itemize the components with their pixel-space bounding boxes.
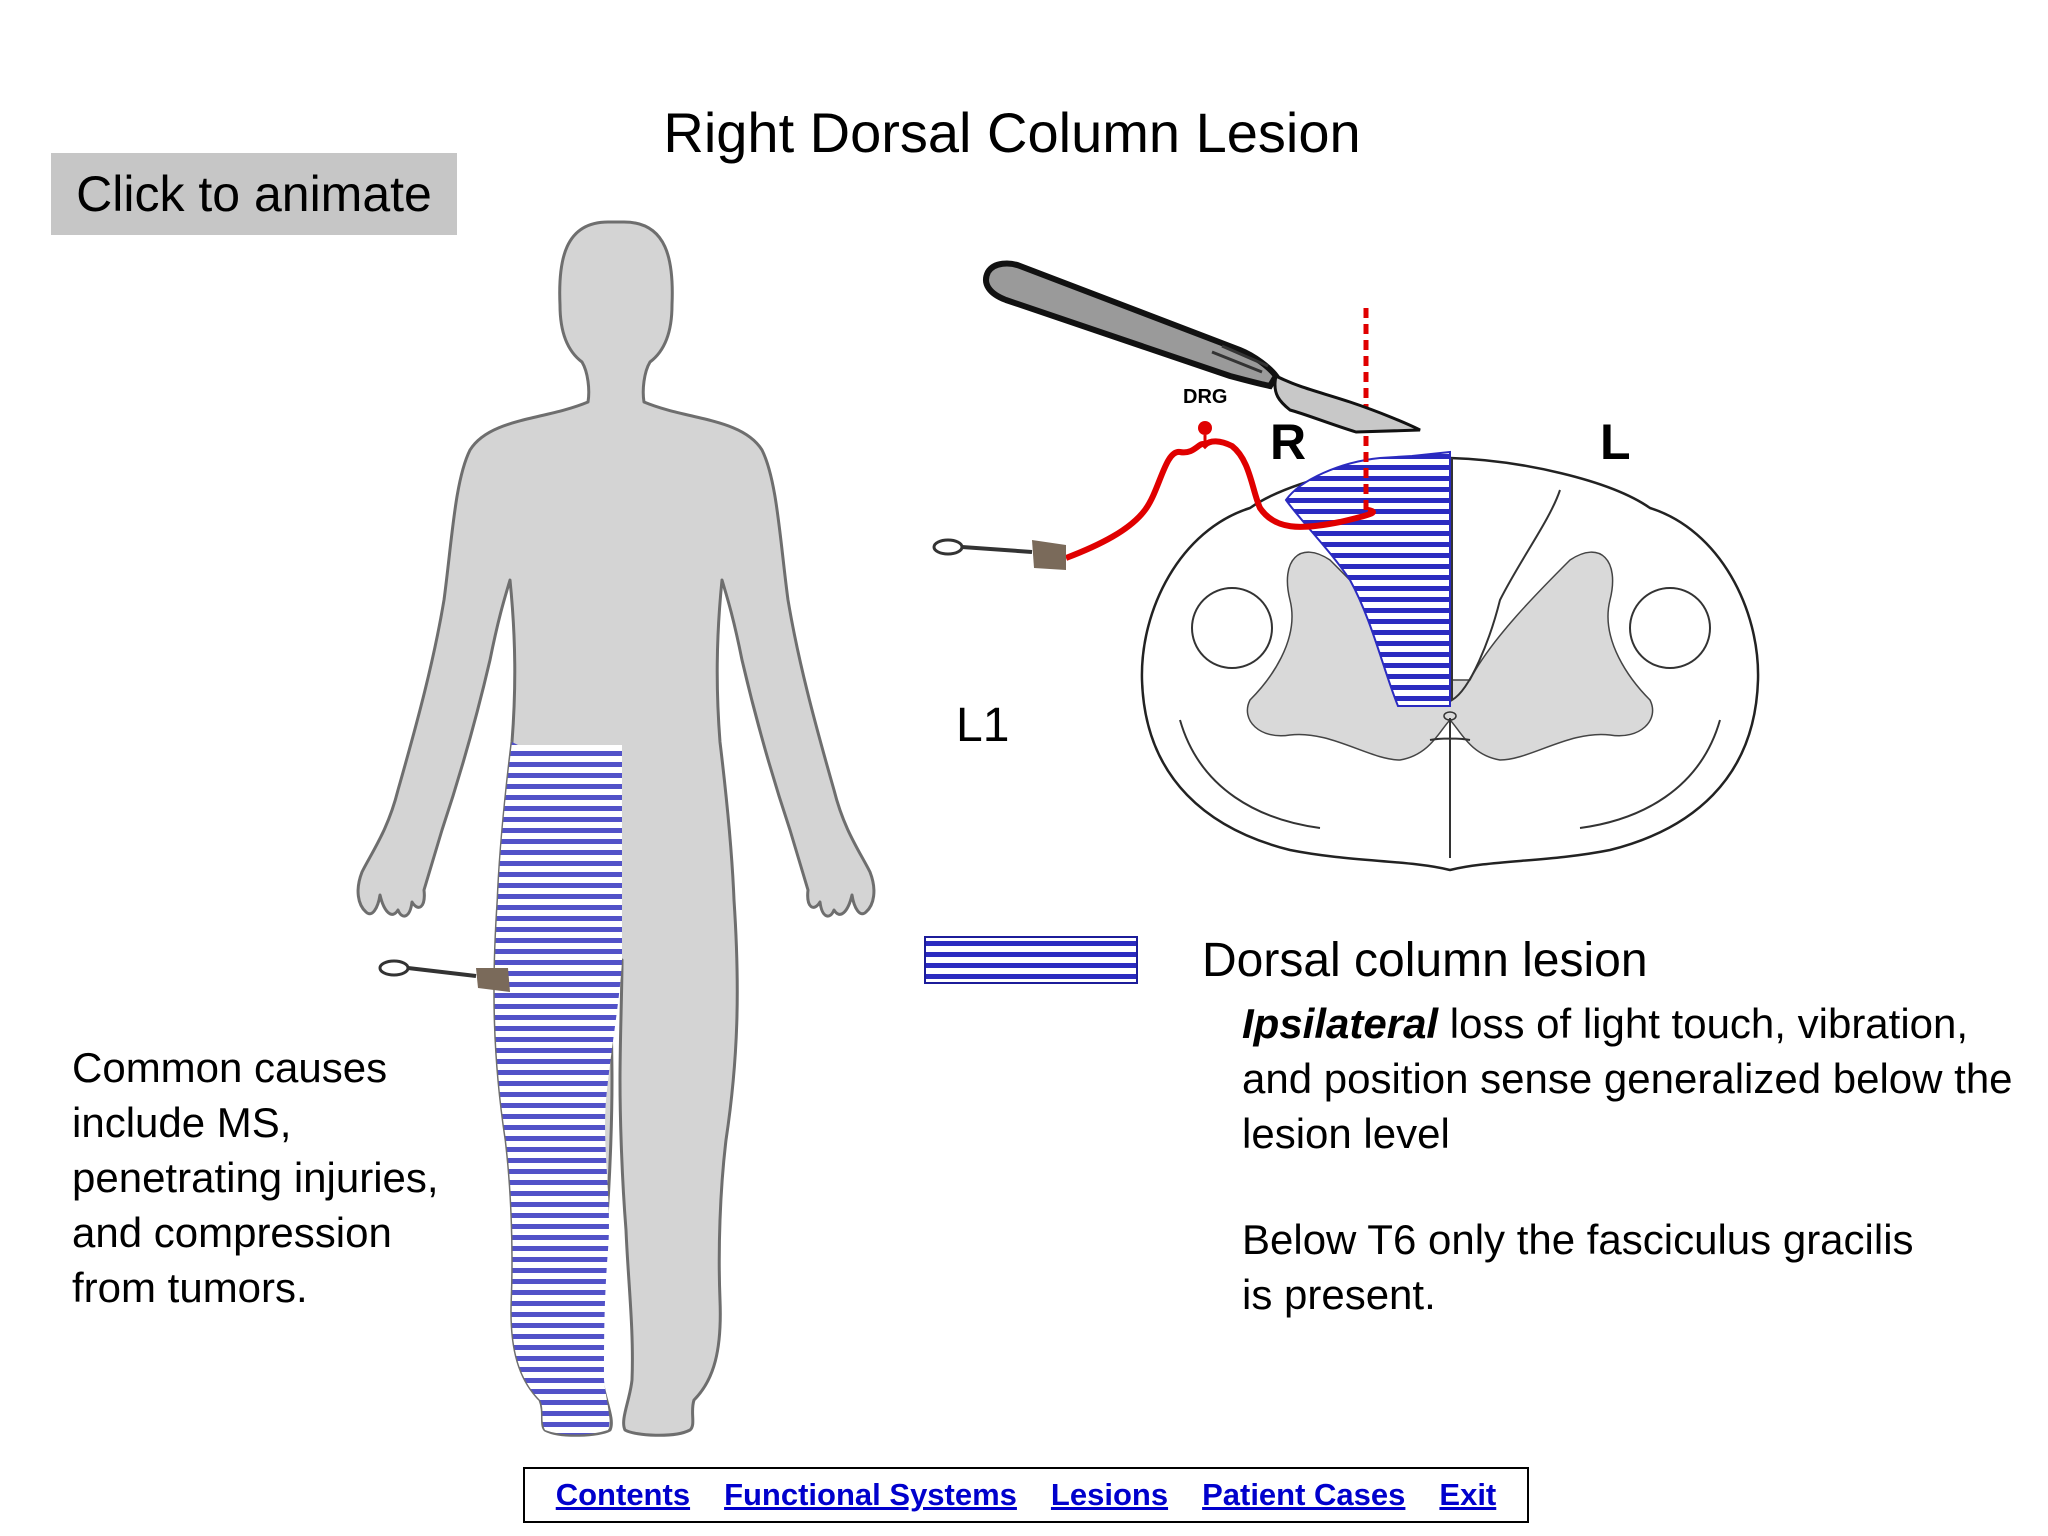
affected-body-region [494,742,622,1435]
description-text: loss of light touch, vibration, and posi… [1242,1000,2013,1157]
nav-link-lesions[interactable]: Lesions [1050,1477,1169,1512]
nav-link-patient-cases[interactable]: Patient Cases [1202,1477,1406,1512]
causes-line: include MS, [72,1099,292,1146]
legend-swatch [924,936,1138,984]
sensory-pin-icon [378,959,510,992]
nav-link-contents[interactable]: Contents [555,1477,691,1512]
description-emphasis: Ipsilateral [1242,1000,1439,1047]
causes-line: penetrating injuries, [72,1154,439,1201]
causes-line: Common causes [72,1044,388,1091]
legend-title: Dorsal column lesion [1202,934,1648,987]
page-title: Right Dorsal Column Lesion [663,101,1361,164]
lesion-description: Ipsilateral loss of light touch, vibrati… [1242,996,2022,1161]
animate-button[interactable]: Click to animate [51,153,457,235]
scalpel-icon [983,260,1421,434]
causes-line: from tumors. [72,1264,308,1311]
spinal-level-label: L1 [956,699,1010,752]
note-line: Below T6 only the fasciculus gracilis [1242,1216,1914,1263]
left-side-label: L [1600,414,1631,470]
nav-link-functional-systems[interactable]: Functional Systems [724,1477,1017,1512]
nav-link-exit[interactable]: Exit [1439,1477,1497,1512]
note-line: is present. [1242,1271,1436,1318]
lesion-region [1284,450,1451,707]
common-causes-text: Common causes include MS, penetrating in… [72,1040,512,1315]
lesion-note: Below T6 only the fasciculus gracilis is… [1242,1212,2022,1322]
sensory-pin-icon [932,538,1066,570]
causes-line: and compression [72,1209,392,1256]
drg-label: DRG [1183,386,1228,408]
right-side-label: R [1270,414,1307,470]
navigation-bar: Contents Functional Systems Lesions Pati… [523,1467,1529,1523]
